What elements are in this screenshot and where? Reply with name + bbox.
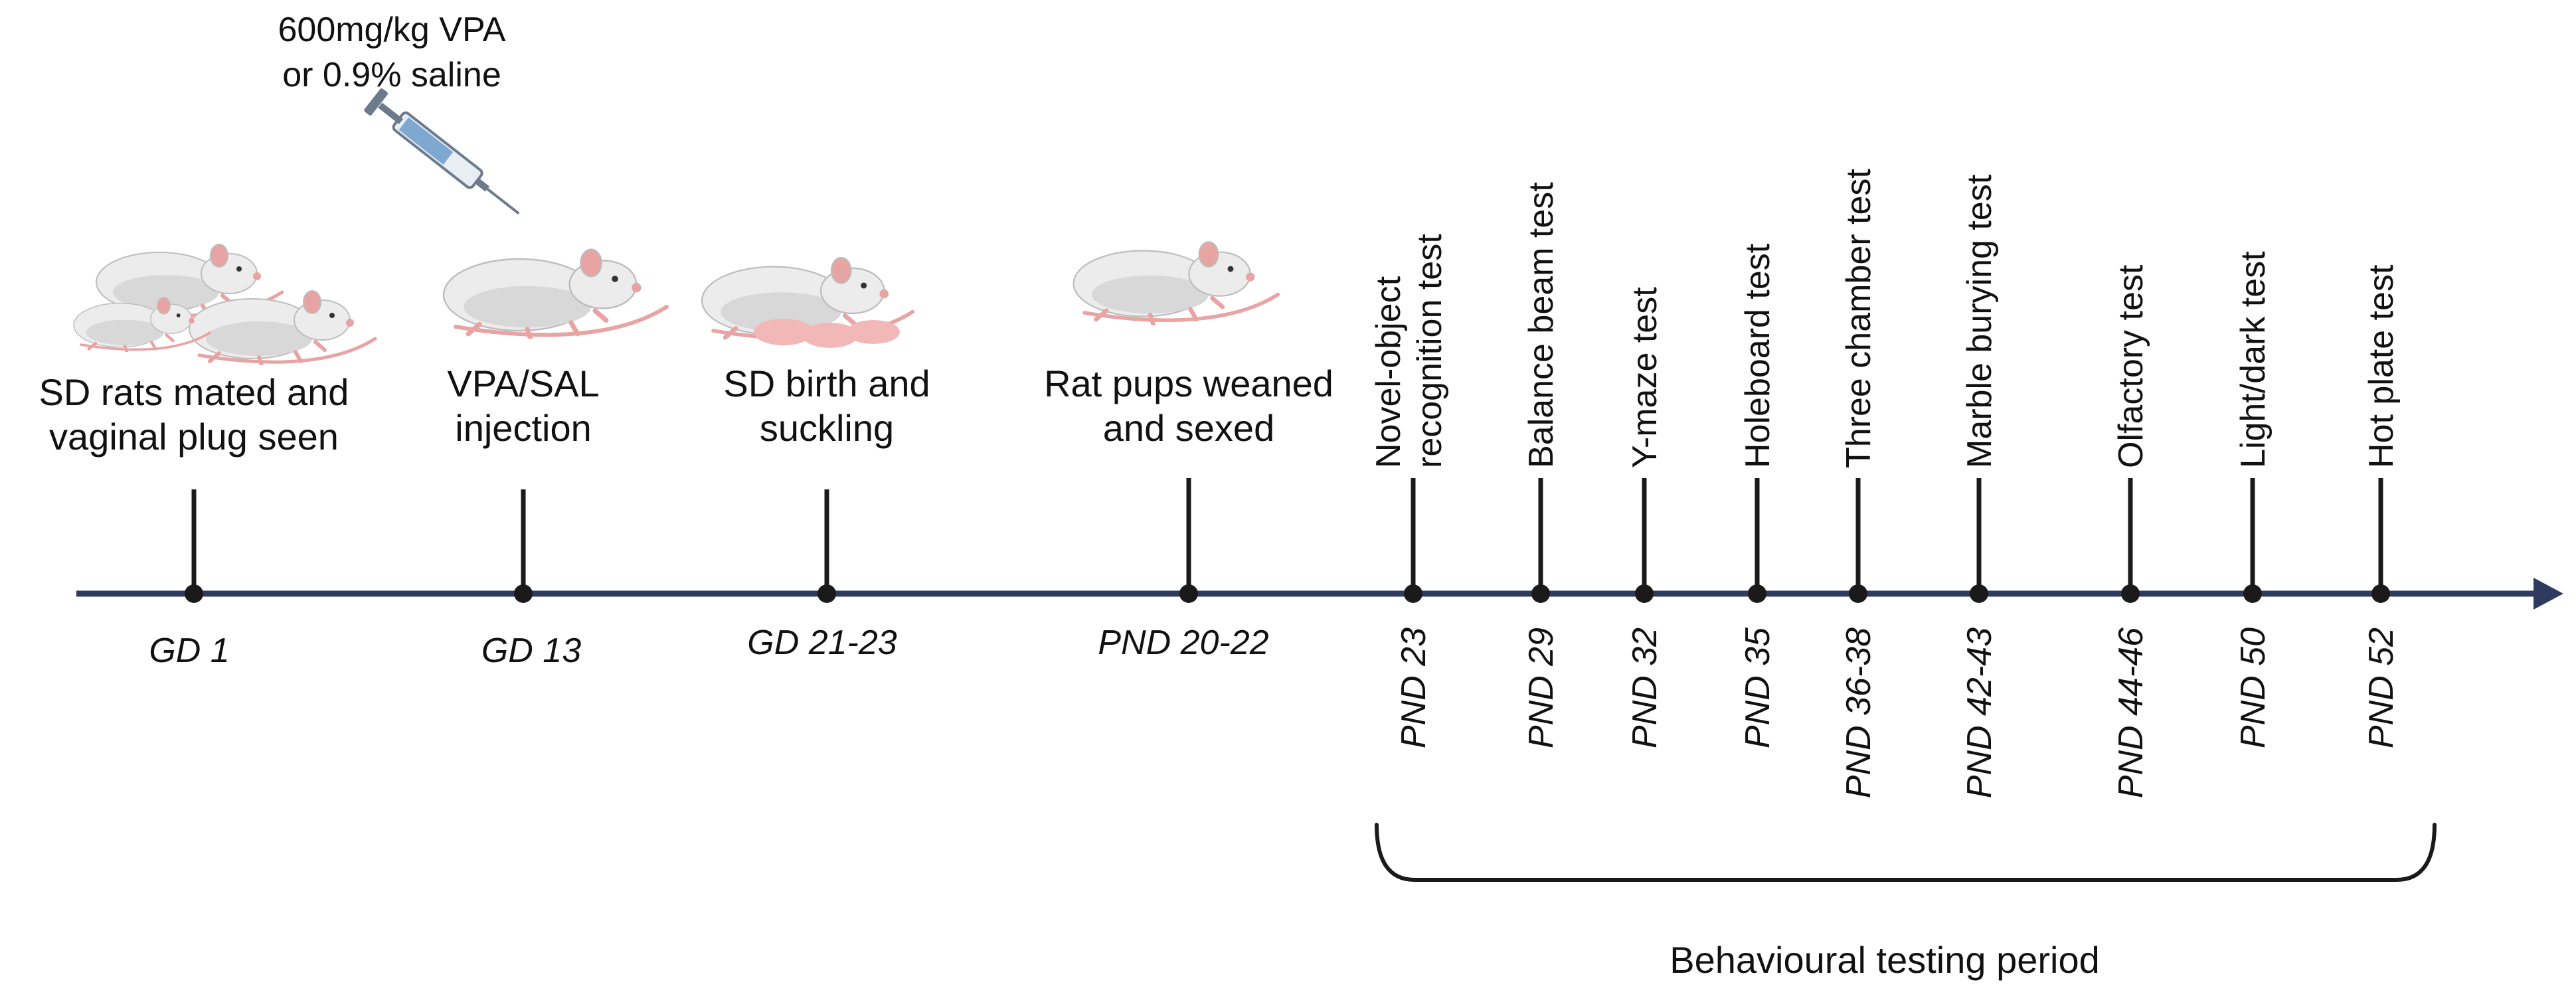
event-day-gd21: GD 21-23 bbox=[747, 624, 897, 662]
test-labels: Novel-object recognition test Balance be… bbox=[1369, 169, 2401, 468]
event-label-gd21-line2: suckling bbox=[760, 407, 894, 449]
test-label-pnd23-line2: recognition test bbox=[1411, 234, 1449, 468]
event-day-gd1: GD 1 bbox=[149, 631, 229, 670]
test-dot-pnd52 bbox=[2371, 584, 2390, 603]
event-dot-gd1 bbox=[185, 584, 203, 603]
test-dot-pnd23 bbox=[1404, 584, 1422, 603]
test-label-pnd36: Three chamber test bbox=[1840, 169, 1878, 468]
test-dot-pnd50 bbox=[2243, 584, 2262, 603]
mating-rats-icon bbox=[74, 244, 375, 365]
event-days: GD 1 GD 13 GD 21-23 PND 20-22 bbox=[149, 624, 1268, 670]
test-dot-pnd29 bbox=[1531, 584, 1550, 603]
test-label-pnd32: Y-maze test bbox=[1626, 287, 1664, 468]
event-dot-gd13 bbox=[514, 584, 533, 603]
test-day-pnd52: PND 52 bbox=[2362, 628, 2401, 748]
treatment-line1: 600mg/kg VPA bbox=[278, 11, 505, 49]
test-day-pnd23: PND 23 bbox=[1395, 628, 1433, 748]
timeline-axis bbox=[76, 578, 2563, 610]
test-label-pnd42: Marble burying test bbox=[1960, 174, 1999, 468]
event-label-pnd20-line2: and sexed bbox=[1103, 407, 1274, 449]
event-label-gd13-line1: VPA/SAL bbox=[447, 363, 599, 404]
event-label-gd13-line2: injection bbox=[455, 407, 591, 449]
test-label-pnd52: Hot plate test bbox=[2362, 264, 2401, 468]
event-label-gd1-line1: SD rats mated and bbox=[39, 371, 349, 413]
test-dot-pnd35 bbox=[1748, 584, 1766, 603]
event-label-pnd20-line1: Rat pups weaned bbox=[1044, 363, 1333, 404]
testing-period-brace bbox=[1375, 823, 2437, 882]
test-day-pnd35: PND 35 bbox=[1739, 627, 1777, 748]
rat-pup-icon bbox=[1074, 242, 1278, 323]
event-label-gd1-line2: vaginal plug seen bbox=[49, 416, 339, 458]
event-dot-pnd20 bbox=[1179, 584, 1198, 603]
event-dot-gd21 bbox=[817, 584, 836, 603]
event-ticks bbox=[185, 478, 1198, 603]
event-day-gd13: GD 13 bbox=[481, 631, 581, 670]
test-label-pnd23-line1: Novel-object bbox=[1369, 276, 1408, 468]
test-day-pnd50: PND 50 bbox=[2234, 628, 2273, 748]
test-dot-pnd32 bbox=[1635, 584, 1654, 603]
testing-period-label: Behavioural testing period bbox=[1670, 939, 2100, 981]
event-day-pnd20: PND 20-22 bbox=[1098, 624, 1268, 662]
injected-rat-icon bbox=[444, 250, 667, 339]
test-day-pnd42: PND 42-43 bbox=[1960, 628, 1999, 798]
test-day-pnd44: PND 44-46 bbox=[2112, 628, 2150, 798]
test-dot-pnd44 bbox=[2121, 584, 2140, 603]
syringe-icon bbox=[364, 88, 520, 215]
test-day-pnd32: PND 32 bbox=[1626, 628, 1664, 748]
test-day-pnd36: PND 36-38 bbox=[1840, 628, 1878, 798]
treatment-line2: or 0.9% saline bbox=[282, 56, 501, 94]
test-label-pnd50: Light/dark test bbox=[2234, 251, 2273, 468]
test-dot-pnd36 bbox=[1849, 584, 1867, 603]
test-days: PND 23 PND 29 PND 32 PND 35 PND 36-38 PN… bbox=[1395, 627, 2401, 798]
test-label-pnd44: Olfactory test bbox=[2112, 264, 2150, 468]
test-dot-pnd42 bbox=[1970, 584, 1988, 603]
test-label-pnd35: Holeboard test bbox=[1739, 243, 1777, 468]
test-ticks bbox=[1404, 478, 2390, 603]
event-labels: SD rats mated and vaginal plug seen VPA/… bbox=[39, 363, 1333, 458]
nursing-rat-icon bbox=[702, 258, 912, 348]
treatment-text: 600mg/kg VPA or 0.9% saline bbox=[278, 11, 505, 94]
test-label-pnd29: Balance beam test bbox=[1522, 182, 1561, 468]
event-label-gd21-line1: SD birth and bbox=[723, 363, 930, 404]
test-day-pnd29: PND 29 bbox=[1522, 628, 1561, 748]
